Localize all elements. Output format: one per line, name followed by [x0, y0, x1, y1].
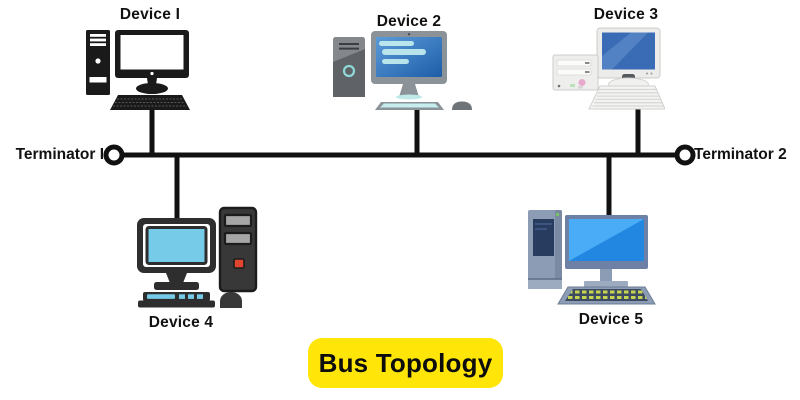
silver-desktop-pc-icon [552, 27, 665, 110]
device-5-label: Device 5 [578, 311, 644, 328]
device-5 [525, 207, 658, 307]
device-3 [552, 26, 665, 112]
device-1-label: Device I [119, 6, 181, 23]
device-1 [84, 28, 192, 112]
device-4 [135, 205, 258, 308]
terminator-2-node [674, 144, 696, 166]
terminator-1-node [103, 144, 125, 166]
mouse-icon [220, 292, 242, 308]
device-4-label: Device 4 [148, 314, 214, 331]
device-2-label: Device 2 [376, 13, 442, 30]
device-2 [330, 30, 475, 112]
terminator-2-label: Terminator 2 [694, 146, 787, 163]
diagram-title: Bus Topology [318, 347, 493, 378]
device-3-label: Device 3 [593, 6, 659, 23]
diagram-title-badge: Bus Topology [308, 338, 503, 388]
terminator-1-label: Terminator I [15, 146, 104, 163]
black-desktop-pc-icon [86, 30, 190, 110]
dark-desktop-cyan-screen-pc-icon [137, 206, 258, 308]
mouse-icon [452, 101, 472, 110]
gray-tower-blue-screen-pc-icon [333, 31, 472, 110]
blue-desktop-pc-icon [528, 210, 656, 305]
